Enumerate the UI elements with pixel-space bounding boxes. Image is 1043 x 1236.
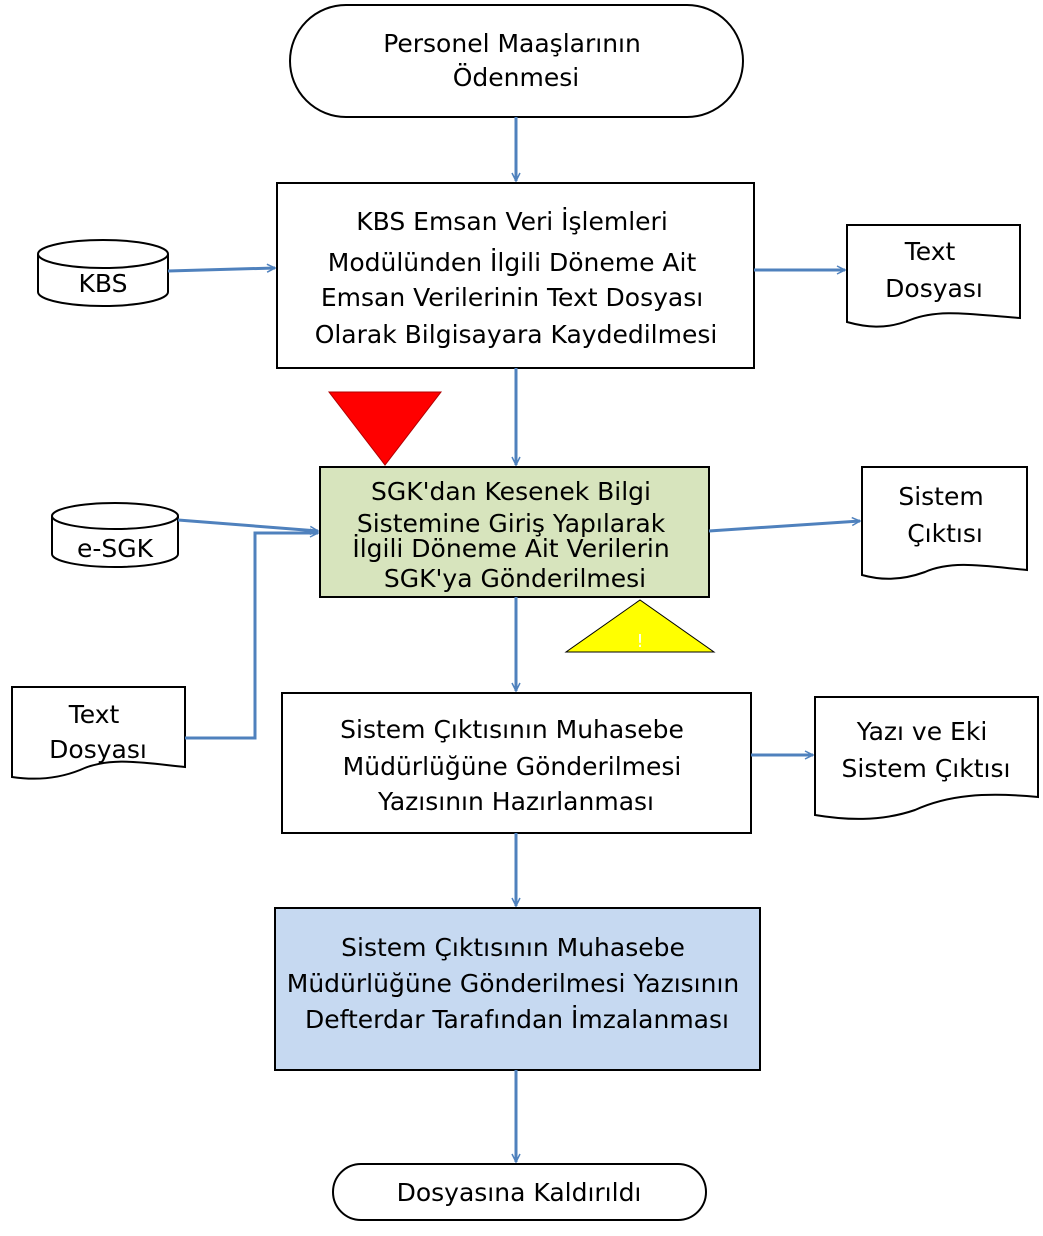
red-warning-triangle-icon [327, 391, 443, 466]
yellow-warning-triangle-icon [564, 599, 716, 653]
system-output-document: Sistem Çıktısı [861, 466, 1028, 580]
text-document-2: Text Dosyası [11, 686, 186, 780]
esgk-database-rim [51, 515, 179, 530]
arrow-kbs-to-step1 [167, 268, 275, 271]
process-step-3-label: Sistem Çıktısının Muhasebe Müdürlüğüne G… [340, 715, 692, 816]
process-step-2-label: SGK'dan Kesenek Bilgi Sistemine Giriş Ya… [352, 477, 677, 593]
text-document-2-label: Text Dosyası [49, 700, 147, 764]
start-shape [289, 4, 744, 118]
text-document-2-shape [11, 686, 186, 780]
process-step-4-box [274, 907, 761, 1071]
process-step-1-label: KBS Emsan Veri İşlemleri Modülünden İlgi… [315, 207, 718, 349]
yellow-warning-triangle: ! [564, 599, 716, 653]
end-terminator: Dosyasına Kaldırıldı [332, 1163, 707, 1221]
process-step-1: KBS Emsan Veri İşlemleri Modülünden İlgi… [276, 182, 755, 369]
process-step-4-label: Sistem Çıktısının Muhasebe Müdürlüğüne G… [287, 933, 747, 1034]
letter-document: Yazı ve Eki Sistem Çıktısı [814, 696, 1039, 820]
process-step-4: Sistem Çıktısının Muhasebe Müdürlüğüne G… [274, 907, 761, 1071]
end-label: Dosyasına Kaldırıldı [397, 1178, 642, 1207]
arrow-esgk-to-step2 [177, 518, 318, 531]
arrow-step2-to-system-output [708, 521, 860, 533]
yellow-warning-mark: ! [636, 631, 643, 652]
text-document-1-shape [846, 224, 1021, 328]
esgk-database: e-SGK [51, 502, 179, 568]
start-terminator: Personel Maaşlarının Ödenmesi [289, 4, 744, 118]
esgk-database-shape [51, 502, 179, 568]
process-step-2: SGK'dan Kesenek Bilgi Sistemine Giriş Ya… [319, 466, 710, 598]
text-document-1-label: Text Dosyası [885, 237, 983, 303]
process-step-3-box [281, 692, 752, 834]
letter-document-shape [814, 696, 1039, 820]
kbs-database-rim [37, 253, 169, 269]
kbs-database: KBS [37, 239, 169, 307]
end-shape [332, 1163, 707, 1221]
system-output-document-shape [861, 466, 1028, 580]
kbs-database-label: KBS [79, 269, 128, 298]
system-output-document-label: Sistem Çıktısı [898, 482, 991, 548]
start-label: Personel Maaşlarının Ödenmesi [383, 29, 649, 92]
text-document-1: Text Dosyası [846, 224, 1021, 328]
esgk-database-label: e-SGK [77, 534, 154, 563]
arrow-text-document-2-to-step2 [185, 533, 318, 740]
process-step-3: Sistem Çıktısının Muhasebe Müdürlüğüne G… [281, 692, 752, 834]
letter-document-label: Yazı ve Eki Sistem Çıktısı [842, 717, 1011, 783]
kbs-database-shape [37, 239, 169, 307]
